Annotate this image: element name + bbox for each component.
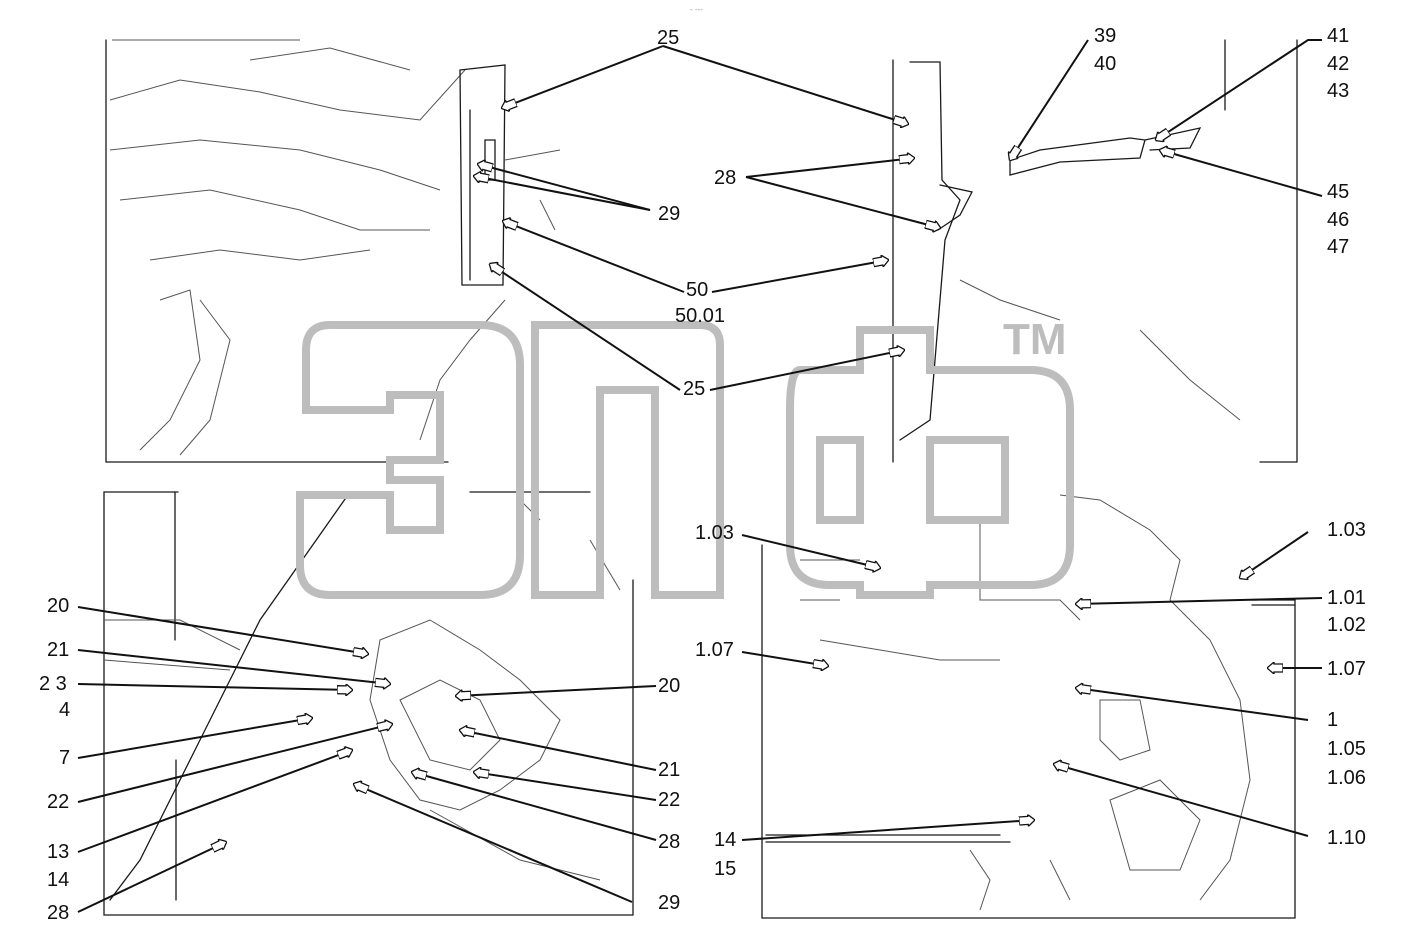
callout-42: 42 (1327, 53, 1349, 75)
callout-15: 15 (714, 858, 736, 880)
callout-43: 43 (1327, 80, 1349, 102)
leader-lines (77, 39, 1323, 913)
callout-28-left: 28 (47, 902, 69, 924)
callout-29-right: 29 (658, 892, 680, 914)
callout-1-07-right: 1.07 (1327, 658, 1366, 680)
callout-22-left: 22 (47, 791, 69, 813)
callout-4: 4 (59, 699, 70, 721)
callout-25-bottom: 25 (683, 378, 705, 400)
callout-1-01: 1.01 (1327, 587, 1366, 609)
panel-bottom-left-sketch (103, 491, 634, 916)
callout-1-05: 1.05 (1327, 738, 1366, 760)
callout-29-top: 29 (658, 203, 680, 225)
callout-40: 40 (1094, 53, 1116, 75)
callout-1-02: 1.02 (1327, 614, 1366, 636)
callout-46: 46 (1327, 209, 1349, 231)
callout-50-01: 50.01 (675, 305, 725, 327)
callout-1-03-right: 1.03 (1327, 519, 1366, 541)
callout-39: 39 (1094, 25, 1116, 47)
callout-2-3: 2 3 (39, 673, 67, 695)
callout-14-right: 14 (714, 829, 736, 851)
header-mark: - --- (690, 5, 703, 14)
callout-28-right: 28 (658, 831, 680, 853)
callout-14-left: 14 (47, 869, 69, 891)
callout-21-left: 21 (47, 639, 69, 661)
panel-bottom-right-sketch (761, 494, 1296, 919)
callout-22-right: 22 (658, 789, 680, 811)
panel-top-left-sketch (105, 39, 561, 463)
callout-7: 7 (59, 747, 70, 769)
callout-21-right: 21 (658, 759, 680, 781)
callout-labels: 25 29 50 50.01 25 28 39 40 41 42 43 45 4… (39, 25, 1366, 924)
callout-20-left: 20 (47, 595, 69, 617)
callout-20-right: 20 (658, 675, 680, 697)
callout-50: 50 (686, 279, 708, 301)
watermark-logo: TM (296, 315, 1074, 599)
callout-1-07-left: 1.07 (695, 639, 734, 661)
callout-1: 1 (1327, 709, 1338, 731)
callout-13: 13 (47, 841, 69, 863)
callout-1-10: 1.10 (1327, 827, 1366, 849)
callout-1-03-left: 1.03 (695, 522, 734, 544)
watermark-tm: TM (1003, 315, 1067, 364)
callout-1-06: 1.06 (1327, 767, 1366, 789)
callout-25-top: 25 (657, 27, 679, 49)
callout-47: 47 (1327, 236, 1349, 258)
panel-top-right-sketch (892, 39, 1298, 463)
callout-45: 45 (1327, 181, 1349, 203)
callout-28-top: 28 (714, 167, 736, 189)
callout-41: 41 (1327, 25, 1349, 47)
